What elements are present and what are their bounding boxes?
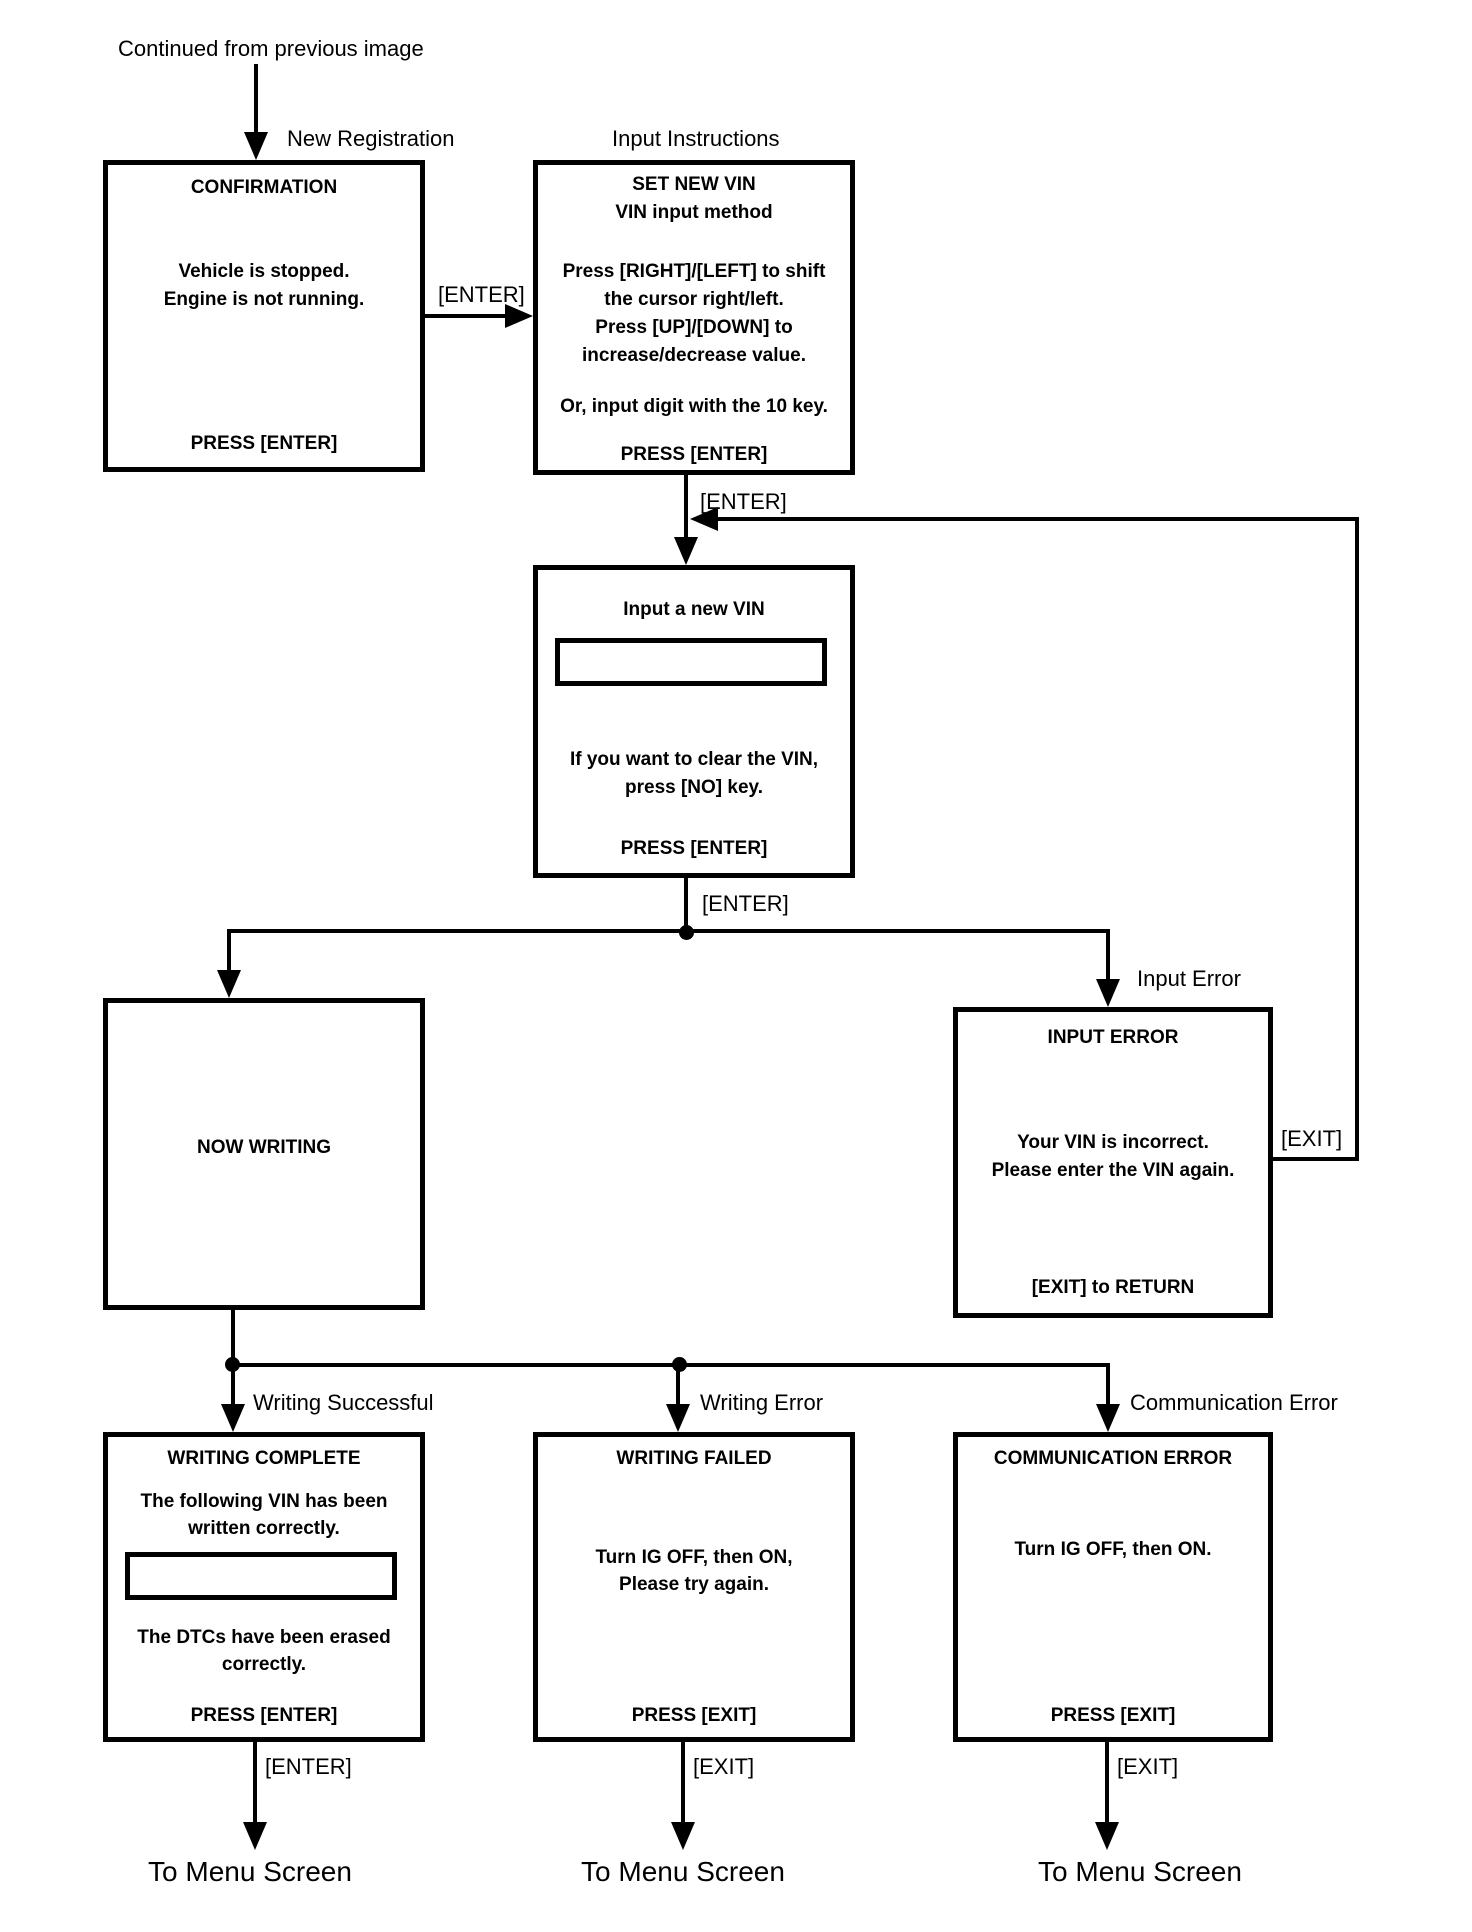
writing-failed-line1: Turn IG OFF, then ON, (595, 1547, 793, 1568)
branch-left-line (227, 929, 231, 972)
writing-successful-label: Writing Successful (253, 1390, 434, 1415)
now-writing-arrowhead-icon (217, 970, 241, 998)
failed-to-menu-line (681, 1742, 685, 1822)
communication-error-title: COMMUNICATION ERROR (993, 1448, 1233, 1469)
set-new-vin-screen: SET NEW VIN VIN input method Press [RIGH… (533, 160, 855, 475)
result-right-line (1106, 1363, 1110, 1404)
instructions-to-input-arrowhead-icon (674, 537, 698, 565)
writing-failed-footer: PRESS [EXIT] (631, 1705, 757, 1726)
exit-edge-label-2: [EXIT] (693, 1754, 755, 1779)
communication-error-label: Communication Error (1130, 1390, 1338, 1415)
writing-result-line (231, 1310, 235, 1365)
result-middle-line (676, 1363, 680, 1404)
set-new-vin-footer: PRESS [ENTER] (620, 444, 768, 465)
input-new-vin-line1: If you want to clear the VIN, (569, 749, 819, 770)
input-error-footer: [EXIT] to RETURN (1031, 1277, 1195, 1298)
new-registration-label: New Registration (287, 126, 455, 151)
writing-failed-arrowhead-icon (666, 1404, 690, 1432)
entry-arrowhead-icon (244, 132, 268, 160)
exit-edge-label: [EXIT] (1281, 1126, 1343, 1151)
writing-complete-title: WRITING COMPLETE (167, 1448, 361, 1469)
enter-edge-label-1: [ENTER] (438, 282, 525, 307)
input-to-branch-line (684, 878, 688, 933)
confirm-to-instructions-arrowhead-icon (505, 304, 533, 328)
set-new-vin-line1: Press [RIGHT]/[LEFT] to shift (562, 261, 826, 282)
instructions-to-input-line (684, 475, 688, 541)
enter-edge-label-3: [ENTER] (702, 891, 789, 916)
writing-complete-arrowhead-icon (221, 1404, 245, 1432)
exit-edge-label-3: [EXIT] (1117, 1754, 1179, 1779)
vin-input-field (555, 638, 827, 686)
confirmation-line2: Engine is not running. (163, 289, 365, 310)
input-instructions-label: Input Instructions (612, 126, 780, 151)
input-error-title: INPUT ERROR (1047, 1027, 1179, 1048)
failed-to-menu-arrowhead-icon (671, 1822, 695, 1850)
communication-error-footer: PRESS [EXIT] (1050, 1705, 1176, 1726)
vin-display-field (125, 1552, 397, 1600)
writing-complete-line4: correctly. (221, 1654, 307, 1675)
now-writing-screen: NOW WRITING (103, 998, 425, 1310)
return-path-arrowhead-icon (690, 507, 718, 531)
input-error-line2: Please enter the VIN again. (991, 1160, 1235, 1181)
confirmation-line1: Vehicle is stopped. (178, 261, 350, 282)
enter-edge-label-4: [ENTER] (265, 1754, 352, 1779)
input-error-line1: Your VIN is incorrect. (1017, 1132, 1209, 1153)
communication-error-line1: Turn IG OFF, then ON. (1014, 1539, 1212, 1560)
set-new-vin-line5: Or, input digit with the 10 key. (560, 396, 828, 417)
input-error-arrowhead-icon (1096, 979, 1120, 1007)
input-new-vin-screen: Input a new VIN If you want to clear the… (533, 565, 855, 878)
writing-complete-footer: PRESS [ENTER] (190, 1705, 338, 1726)
result-left-line (231, 1363, 235, 1404)
confirmation-screen: CONFIRMATION Vehicle is stopped. Engine … (103, 160, 425, 472)
input-new-vin-footer: PRESS [ENTER] (620, 838, 768, 859)
return-path-right-line (1355, 517, 1359, 1161)
writing-failed-title: WRITING FAILED (616, 1448, 772, 1469)
branch-horizontal-line (227, 929, 1110, 933)
complete-to-menu-arrowhead-icon (243, 1822, 267, 1850)
confirmation-footer: PRESS [ENTER] (190, 433, 338, 454)
set-new-vin-line4: increase/decrease value. (582, 345, 806, 366)
communication-error-screen: COMMUNICATION ERROR Turn IG OFF, then ON… (953, 1432, 1273, 1742)
communication-error-arrowhead-icon (1096, 1404, 1120, 1432)
set-new-vin-title2: VIN input method (615, 202, 773, 223)
writing-failed-line2: Please try again. (619, 1574, 769, 1595)
complete-to-menu-line (253, 1742, 257, 1822)
writing-complete-screen: WRITING COMPLETE The following VIN has b… (103, 1432, 425, 1742)
comm-to-menu-arrowhead-icon (1095, 1822, 1119, 1850)
to-menu-screen-label: To Menu Screen (1038, 1856, 1242, 1887)
input-error-screen: INPUT ERROR Your VIN is incorrect. Pleas… (953, 1007, 1273, 1318)
input-error-exit-line (1273, 1157, 1359, 1161)
input-new-vin-line2: press [NO] key. (625, 777, 763, 798)
confirmation-title: CONFIRMATION (190, 177, 338, 198)
continued-from-previous-label: Continued from previous image (118, 36, 424, 61)
branch-right-line (1106, 929, 1110, 979)
comm-to-menu-line (1105, 1742, 1109, 1822)
set-new-vin-title1: SET NEW VIN (632, 174, 756, 195)
writing-error-label: Writing Error (700, 1390, 824, 1415)
input-error-label: Input Error (1137, 966, 1241, 991)
set-new-vin-line3: Press [UP]/[DOWN] to (595, 317, 793, 338)
entry-arrow-line (254, 64, 258, 136)
now-writing-title: NOW WRITING (196, 1137, 332, 1158)
to-menu-screen-label: To Menu Screen (581, 1856, 785, 1887)
return-path-top-line (718, 517, 1359, 521)
writing-complete-line2: written correctly. (188, 1518, 340, 1539)
input-new-vin-title: Input a new VIN (623, 599, 765, 620)
writing-complete-line3: The DTCs have been erased (137, 1627, 391, 1648)
writing-complete-line1: The following VIN has been (140, 1491, 388, 1512)
to-menu-screen-label: To Menu Screen (148, 1856, 352, 1887)
writing-failed-screen: WRITING FAILED Turn IG OFF, then ON, Ple… (533, 1432, 855, 1742)
set-new-vin-line2: the cursor right/left. (604, 289, 784, 310)
result-horizontal-line (231, 1363, 1110, 1367)
confirm-to-instructions-line (424, 314, 509, 318)
